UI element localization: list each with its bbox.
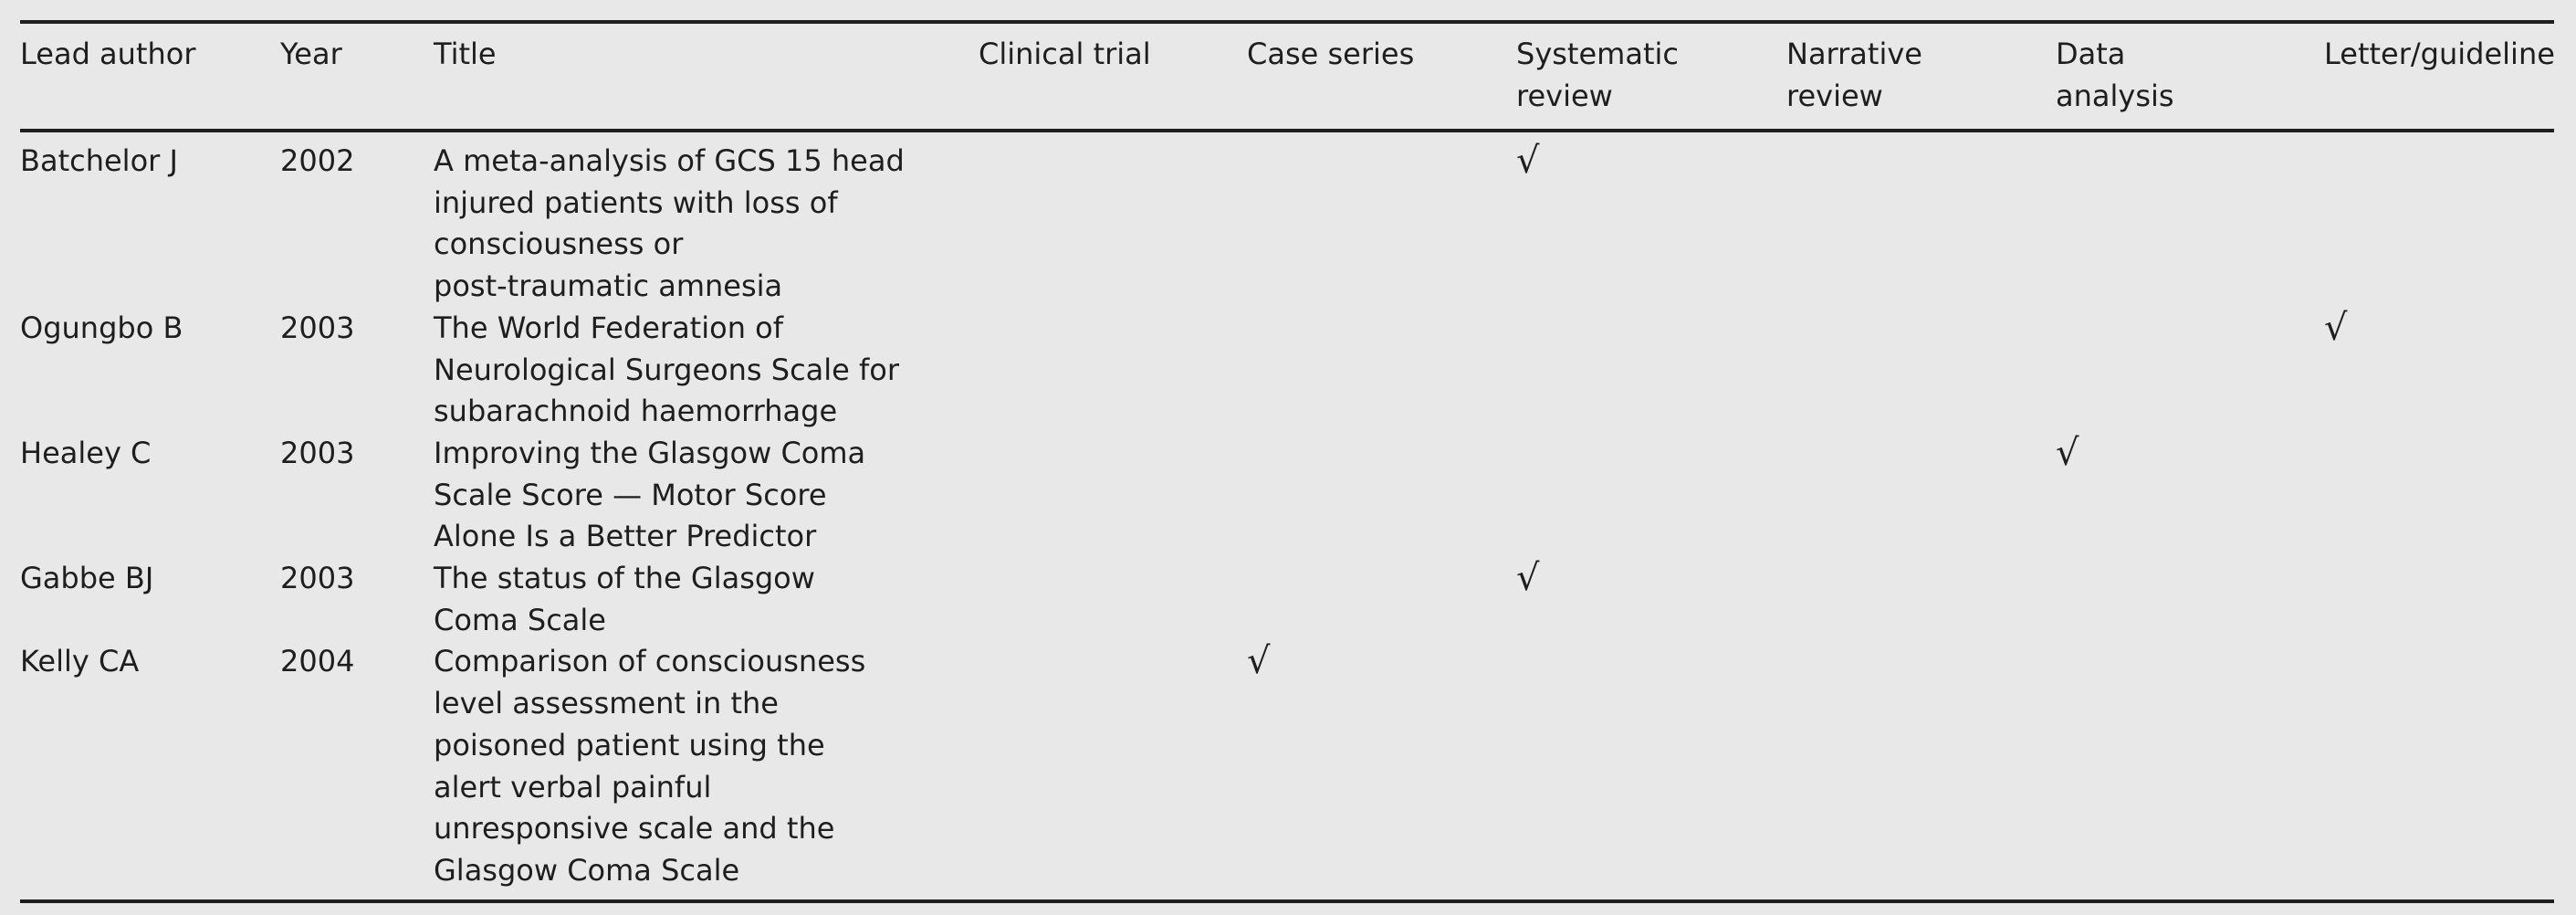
year: 2002 xyxy=(280,143,355,178)
year: 2003 xyxy=(280,435,355,470)
check-mark-icon: √ xyxy=(1516,557,1540,599)
title: Comparison of consciousness level assess… xyxy=(434,644,866,888)
lead-author: Kelly CA xyxy=(20,644,140,679)
title: The World Federation of Neurological Sur… xyxy=(434,310,900,429)
year: 2003 xyxy=(280,310,355,345)
title: Improving the Glasgow Coma Scale Score —… xyxy=(434,435,866,554)
column-header: Year xyxy=(280,37,342,71)
check-mark-icon: √ xyxy=(2324,306,2348,349)
column-header: Systematic review xyxy=(1516,37,1679,113)
column-header: Lead author xyxy=(20,37,196,71)
lead-author: Gabbe BJ xyxy=(20,561,154,595)
column-header: Data analysis xyxy=(2056,37,2174,113)
title: The status of the Glasgow Coma Scale xyxy=(434,561,815,637)
year: 2003 xyxy=(280,561,355,595)
check-mark-icon: √ xyxy=(1516,140,1540,182)
column-header: Clinical trial xyxy=(979,37,1151,71)
check-mark-icon: √ xyxy=(2056,431,2079,474)
lead-author: Healey C xyxy=(20,435,152,470)
header-rule xyxy=(20,129,2554,132)
lead-author: Batchelor J xyxy=(20,143,178,178)
lead-author: Ogungbo B xyxy=(20,310,183,345)
column-header: Narrative review xyxy=(1786,37,1922,113)
column-header: Title xyxy=(434,37,497,71)
title: A meta-analysis of GCS 15 head injured p… xyxy=(434,143,905,304)
top-rule xyxy=(20,20,2554,24)
check-mark-icon: √ xyxy=(1247,640,1271,683)
bottom-rule xyxy=(20,899,2554,903)
column-header: Letter/guideline xyxy=(2324,37,2555,71)
column-header: Case series xyxy=(1247,37,1415,71)
year: 2004 xyxy=(280,644,355,679)
